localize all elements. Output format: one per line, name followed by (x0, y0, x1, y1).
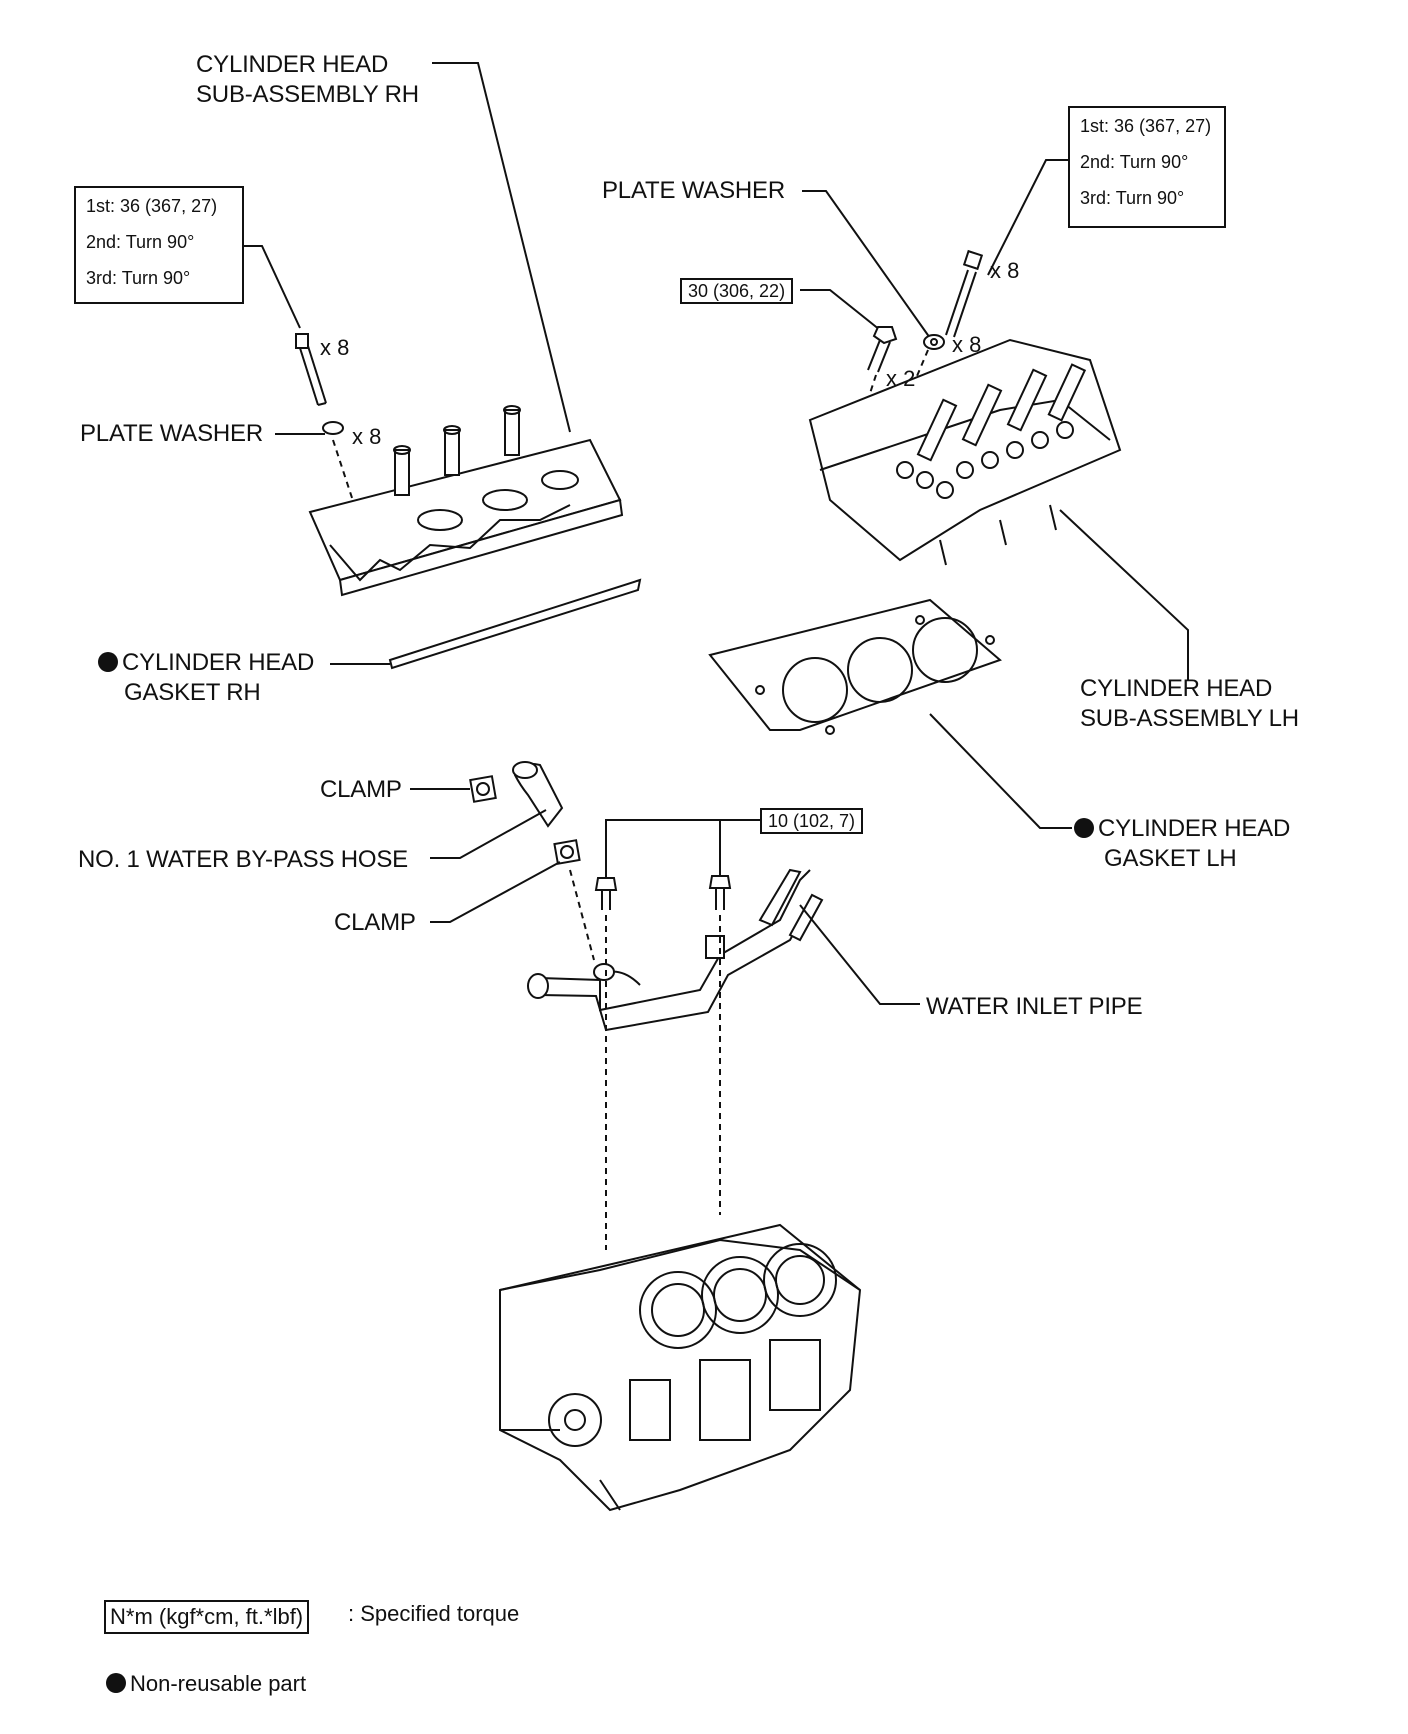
label-cylinder-head-lh-line1: CYLINDER HEAD (1080, 675, 1273, 702)
label-gasket-lh-line1: CYLINDER HEAD (1074, 814, 1290, 844)
non-reusable-dot-icon (106, 1673, 126, 1693)
label-cylinder-head-rh-line2: SUB-ASSEMBLY RH (196, 81, 419, 108)
washer-left-icon (322, 421, 344, 435)
torque-left-row2: 2nd: Turn 90° (86, 232, 195, 252)
engine-block-icon (499, 1223, 862, 1512)
clamp-lower-icon (553, 839, 581, 865)
legend-nonreusable-text: Non-reusable part (130, 1671, 307, 1696)
bolt-left-icon (295, 333, 327, 406)
torque-left-row3: 3rd: Turn 90° (86, 268, 191, 288)
non-reusable-dot-icon (98, 652, 118, 672)
label-clamp-lower: CLAMP (334, 909, 416, 936)
torque-box-right: 1st: 36 (367, 27) 2nd: Turn 90° 3rd: Tur… (1068, 106, 1226, 228)
legend-torque-desc: : Specified torque (348, 1601, 520, 1626)
bolt-right-icon (945, 249, 984, 338)
bolt-10a-icon (594, 877, 618, 910)
leader-cylinder-head-rh (432, 62, 571, 433)
torque-10-box: 10 (102, 7) (760, 808, 864, 834)
label-water-inlet-pipe: WATER INLET PIPE (926, 993, 1143, 1020)
legend-torque-unit-box: N*m (kgf*cm, ft.*lbf) (104, 1600, 310, 1634)
clamp-upper-icon (469, 775, 497, 803)
torque-right-row3: 3rd: Turn 90° (1080, 188, 1185, 208)
qty-bolt-right: x 8 (990, 258, 1020, 283)
qty-washer-right: x 8 (952, 332, 982, 357)
gasket-rh-text1: CYLINDER HEAD (122, 649, 315, 676)
label-gasket-rh-line2: GASKET RH (124, 679, 261, 706)
label-gasket-lh-line2: GASKET LH (1104, 845, 1237, 872)
torque-right-row1: 1st: 36 (367, 27) (1080, 116, 1212, 136)
bolt-10b-icon (708, 875, 732, 910)
label-plate-washer-right: PLATE WASHER (602, 177, 785, 204)
legend-nonreusable: Non-reusable part (106, 1671, 306, 1697)
bolt-30-icon (867, 326, 898, 373)
water-inlet-pipe-icon (527, 868, 824, 1032)
torque-right-row2: 2nd: Turn 90° (1080, 152, 1189, 172)
label-gasket-rh-line1: CYLINDER HEAD (98, 648, 314, 678)
washer-right-icon (923, 334, 945, 350)
gasket-lh-text1: CYLINDER HEAD (1098, 815, 1291, 842)
bypass-hose-icon (512, 761, 564, 828)
cylinder-head-lh-icon (808, 338, 1122, 566)
sprocket-icon (548, 1393, 602, 1447)
non-reusable-dot-icon (1074, 818, 1094, 838)
label-clamp-upper: CLAMP (320, 776, 402, 803)
cylinder-head-rh-icon (308, 405, 624, 597)
label-cylinder-head-rh-line1: CYLINDER HEAD (196, 51, 389, 78)
gasket-rh-icon (388, 578, 642, 670)
label-cylinder-head-lh-line2: SUB-ASSEMBLY LH (1080, 705, 1299, 732)
qty-washer-left: x 8 (352, 424, 382, 449)
torque-30-box: 30 (306, 22) (680, 278, 794, 304)
qty-bolt-left: x 8 (320, 335, 350, 360)
label-plate-washer-left: PLATE WASHER (80, 420, 263, 447)
gasket-lh-icon (708, 598, 1002, 735)
torque-box-left: 1st: 36 (367, 27) 2nd: Turn 90° 3rd: Tur… (74, 186, 244, 304)
label-bypass-hose: NO. 1 WATER BY-PASS HOSE (78, 846, 408, 873)
torque-left-row1: 1st: 36 (367, 27) (86, 196, 218, 216)
qty-bolt-30: x 2 (886, 366, 916, 391)
